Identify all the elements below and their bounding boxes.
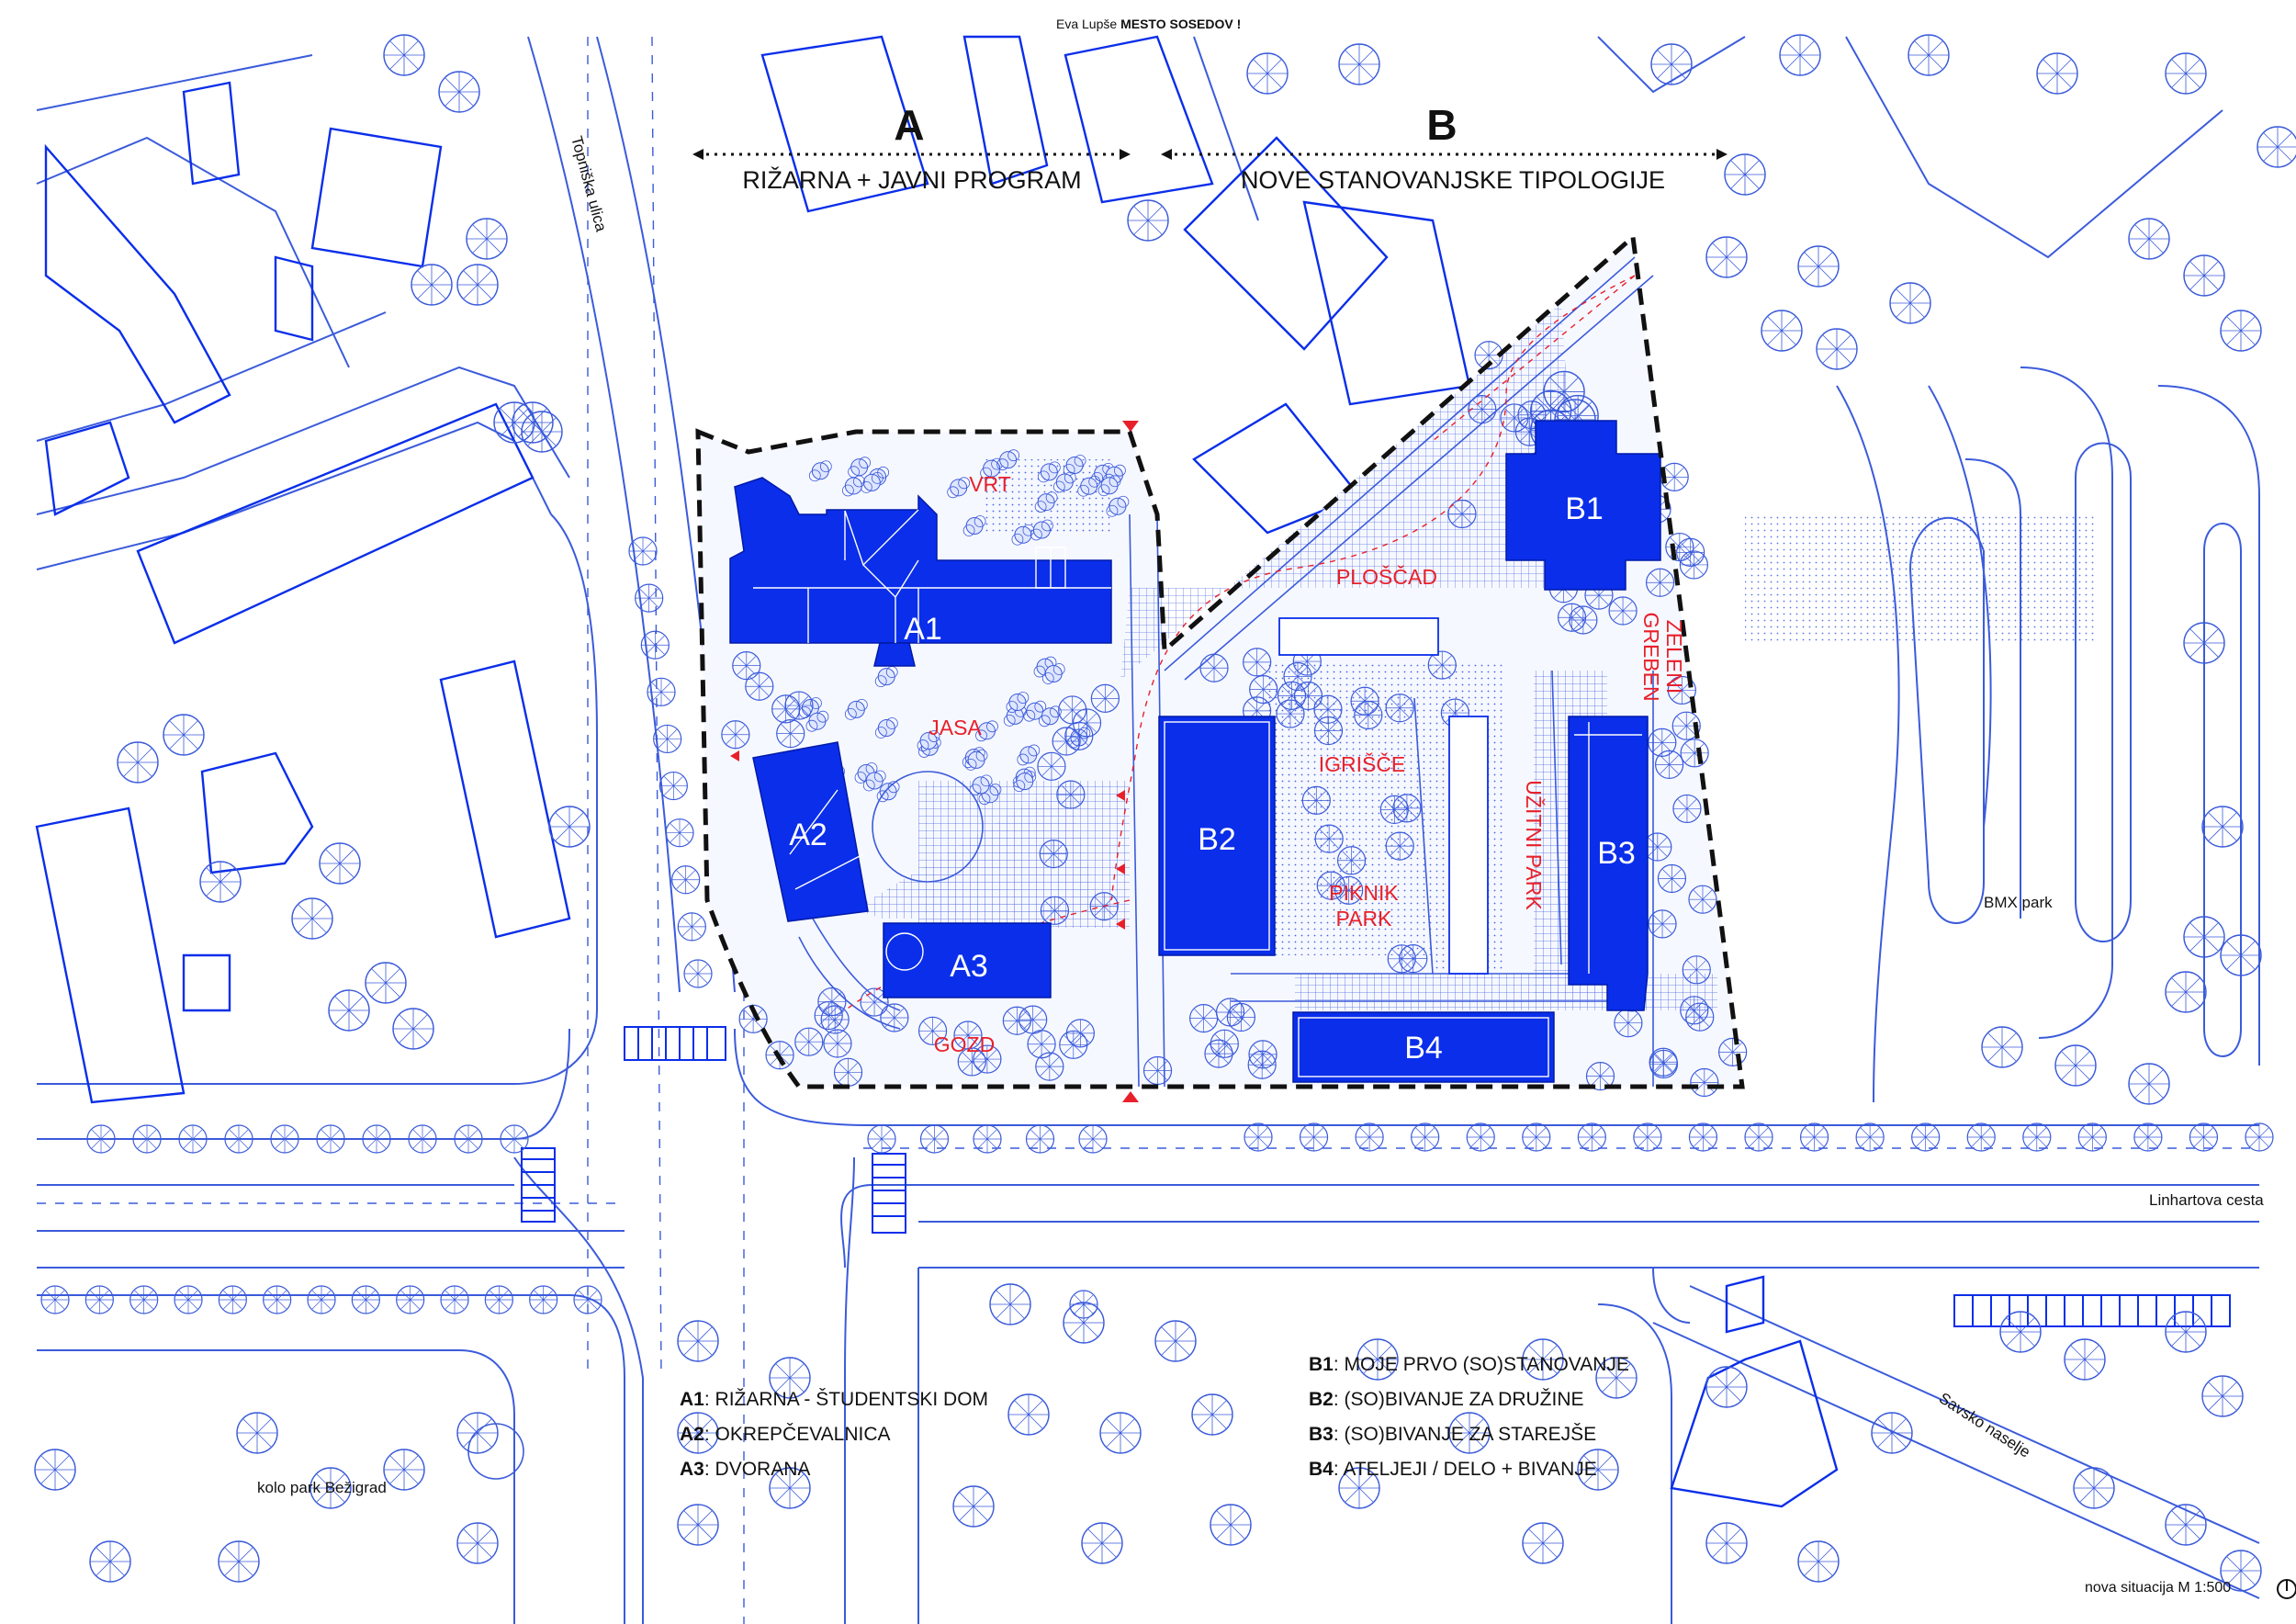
- legend-b: B1: MOJE PRVO (SO)STANOVANJE B2: (SO)BIV…: [1309, 1348, 1629, 1487]
- label-zeleni-1: ZELENI: [1662, 620, 1686, 694]
- legend-row: A2: OKREPČEVALNICA: [680, 1417, 988, 1452]
- space-labels: VRT JASA GOZD PLOŠČAD IGRIŠČE PIKNIK PAR…: [929, 472, 1686, 1056]
- legend-code: A2: [680, 1424, 704, 1445]
- label-vrt: VRT: [969, 472, 1011, 496]
- legend-row: B4: ATELJEJI / DELO + BIVANJE: [1309, 1452, 1629, 1487]
- label-b4: B4: [1404, 1031, 1443, 1066]
- legend-text: : MOJE PRVO (SO)STANOVANJE: [1333, 1354, 1629, 1375]
- label-a1: A1: [904, 612, 942, 647]
- label-a3: A3: [950, 949, 988, 984]
- building-outlines: [753, 509, 1642, 1077]
- building-a2[interactable]: [752, 741, 869, 922]
- crossings: [521, 1026, 2231, 1327]
- building-b1[interactable]: [1505, 420, 1661, 591]
- legend-a: A1: RIŽARNA - ŠTUDENTSKI DOM A2: OKREPČE…: [680, 1382, 988, 1487]
- legend-code: A3: [680, 1459, 704, 1480]
- building-labels: A1 A2 A3 B1 B2 B3 B4: [789, 491, 1636, 1066]
- legend-text: : (SO)BIVANJE ZA DRUŽINE: [1333, 1389, 1584, 1410]
- label-b3: B3: [1597, 836, 1636, 871]
- legend-text: : (SO)BIVANJE ZA STAREJŠE: [1333, 1424, 1597, 1445]
- label-piknik-1: PIKNIK: [1329, 881, 1399, 905]
- label-a2: A2: [789, 818, 827, 852]
- label-zeleni-2: GREBEN: [1639, 612, 1663, 701]
- building-a1[interactable]: [729, 477, 1112, 644]
- legend-text: : ATELJEJI / DELO + BIVANJE: [1333, 1459, 1597, 1480]
- project-buildings: [729, 420, 1661, 1083]
- kolo-park-circle: [467, 1423, 524, 1480]
- legend-code: B4: [1309, 1459, 1334, 1480]
- zone-b-subtitle: NOVE STANOVANJSKE TIPOLOGIJE: [1241, 166, 1665, 194]
- legend-text: : RIŽARNA - ŠTUDENTSKI DOM: [703, 1389, 989, 1410]
- legend-code: B3: [1309, 1424, 1334, 1445]
- zone-a-subtitle: RIŽARNA + JAVNI PROGRAM: [742, 165, 1081, 194]
- scale-note: nova situacija M 1:500: [2085, 1580, 2232, 1596]
- legend-text: : OKREPČEVALNICA: [703, 1424, 891, 1445]
- author-name: Eva Lupše: [1056, 17, 1118, 31]
- label-igrisce: IGRIŠČE: [1319, 751, 1406, 776]
- label-b1: B1: [1565, 491, 1604, 526]
- legend-text: : DVORANA: [703, 1459, 811, 1480]
- legend-code: A1: [680, 1389, 704, 1410]
- pavilions: [1278, 617, 1489, 975]
- label-gozd: GOZD: [934, 1032, 995, 1056]
- zone-b-letter: B: [1426, 101, 1457, 149]
- entry-markers: [730, 421, 1139, 1102]
- legend-code: B2: [1309, 1389, 1334, 1410]
- label-bmx-park: BMX park: [1984, 894, 2053, 911]
- page-header: Eva Lupše MESTO SOSEDOV !: [1056, 17, 1241, 31]
- label-ploscad: PLOŠČAD: [1336, 564, 1437, 589]
- north-arrow-icon: [2277, 1579, 2296, 1599]
- label-topniska-ulica: Topniška ulica: [568, 134, 610, 234]
- zone-a-letter: A: [894, 101, 924, 149]
- label-b2: B2: [1198, 822, 1236, 857]
- site-boundary: [695, 232, 1745, 1089]
- legend-row: A1: RIŽARNA - ŠTUDENTSKI DOM: [680, 1382, 988, 1417]
- label-piknik-2: PARK: [1336, 907, 1393, 930]
- legend-row: A3: DVORANA: [680, 1452, 988, 1487]
- zone-a-header: A RIŽARNA + JAVNI PROGRAM: [692, 101, 1131, 194]
- label-savsko-naselje: Savsko naselje: [1936, 1389, 2033, 1460]
- building-b4[interactable]: [1292, 1011, 1555, 1083]
- zone-b-header: B NOVE STANOVANJSKE TIPOLOGIJE: [1161, 101, 1728, 194]
- label-uzitni-park: UŽITNI PARK: [1522, 780, 1546, 910]
- legend-row: B3: (SO)BIVANJE ZA STAREJŠE: [1309, 1417, 1629, 1452]
- label-linhartova-cesta: Linhartova cesta: [2149, 1191, 2264, 1209]
- label-jasa: JASA: [929, 716, 982, 739]
- building-b2[interactable]: [1158, 716, 1276, 956]
- project-title: MESTO SOSEDOV !: [1120, 17, 1242, 31]
- label-kolo-park: kolo park Bežigrad: [257, 1479, 387, 1496]
- street-network: [36, 36, 2260, 1624]
- legend-code: B1: [1309, 1354, 1334, 1375]
- legend-row: B1: MOJE PRVO (SO)STANOVANJE: [1309, 1348, 1629, 1382]
- building-a3[interactable]: [883, 922, 1052, 998]
- circulation-route: [844, 275, 1636, 1011]
- legend-row: B2: (SO)BIVANJE ZA DRUŽINE: [1309, 1382, 1629, 1417]
